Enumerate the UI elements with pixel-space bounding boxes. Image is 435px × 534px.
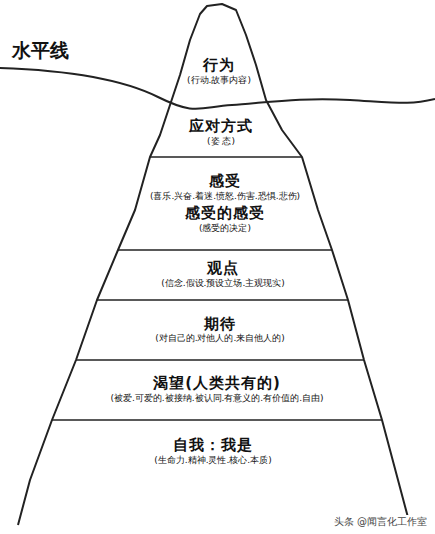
- band-detail: (对自己的.对他人的.来自他人的): [155, 333, 285, 344]
- band-heading: 自我：我是: [173, 436, 253, 455]
- band-heading: 应对方式: [189, 117, 253, 136]
- iceberg-outline: [18, 4, 410, 525]
- iceberg-band: 期待(对自己的.对他人的.来自他人的): [92, 303, 348, 358]
- band-detail: (姿 态): [207, 136, 235, 147]
- iceberg-band: 感受(喜乐.兴奋.着迷.愤怒.伤害.恐惧.悲伤) 感受的感受(感受的决定): [137, 160, 313, 248]
- watermark: 头条 @闻言化工作室: [332, 515, 429, 529]
- water-line: [0, 68, 435, 109]
- iceberg-band: 渴望(人类共有的)(被爱.可爱的.被接纳.被认同.有意义的.有价值的.自由): [69, 362, 365, 418]
- band-detail: (感受的决定): [199, 223, 251, 234]
- band-heading: 感受的感受: [185, 204, 265, 223]
- band-detail: (生命力.精神.灵性.核心.本质): [154, 455, 271, 466]
- iceberg-band: 应对方式(姿 态): [161, 112, 281, 154]
- band-divider: [118, 249, 332, 251]
- band-detail: (喜乐.兴奋.着迷.愤怒.伤害.恐惧.悲伤): [150, 191, 300, 202]
- band-heading: 感受: [209, 172, 241, 191]
- waterline-label: 水平线: [10, 38, 71, 64]
- band-detail: (信念.假设.预设立场.主观现实): [161, 278, 285, 289]
- band-detail: (行动.故事内容): [187, 75, 251, 86]
- iceberg-band: 自我：我是(生命力.精神.灵性.核心.本质): [48, 424, 378, 480]
- iceberg-band: 观点(信念.假设.预设立场.主观现实): [117, 252, 329, 298]
- band-heading: 期待: [204, 315, 236, 334]
- band-heading: 渴望(人类共有的): [153, 374, 281, 393]
- band-detail: (被爱.可爱的.被接纳.被认同.有意义的.有价值的.自由): [110, 393, 323, 404]
- band-heading: 行为: [203, 56, 235, 75]
- band-divider: [52, 419, 382, 421]
- band-divider: [150, 156, 302, 158]
- band-divider: [97, 299, 348, 301]
- band-heading: 观点: [207, 259, 239, 278]
- band-divider: [76, 359, 364, 361]
- iceberg-band: 行为(行动.故事内容): [173, 52, 265, 92]
